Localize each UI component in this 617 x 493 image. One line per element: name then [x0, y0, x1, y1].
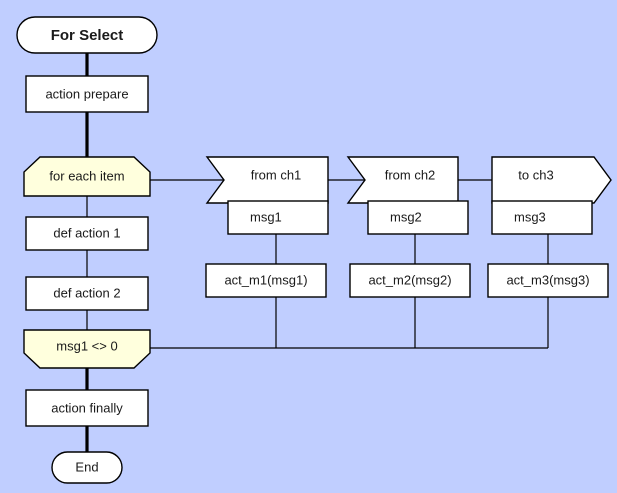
node-def-action-2[interactable]: def action 2 — [25, 276, 149, 311]
node-act-m1[interactable]: act_m1(msg1) — [205, 263, 327, 298]
node-act-m2[interactable]: act_m2(msg2) — [349, 263, 471, 298]
node-action-finally[interactable]: action finally — [25, 389, 149, 427]
node-msg3[interactable]: msg3 — [491, 200, 593, 235]
action-finally-label: action finally — [51, 400, 123, 415]
from-ch2-label: from ch2 — [385, 167, 436, 182]
action-prepare-label: action prepare — [45, 86, 128, 101]
msg3-label: msg3 — [514, 209, 546, 224]
node-for-each-item[interactable]: for each item — [23, 156, 151, 197]
node-for-select[interactable]: For Select — [16, 16, 158, 54]
node-end[interactable]: End — [51, 451, 123, 484]
for-each-item-shape — [23, 156, 151, 197]
end-label: End — [75, 459, 98, 474]
msg2-shape — [367, 200, 469, 235]
for-select-shape — [16, 16, 158, 54]
node-msg1[interactable]: msg1 — [227, 200, 329, 235]
act-m2-shape — [349, 263, 471, 298]
node-from-ch2[interactable]: from ch2 — [346, 156, 459, 204]
to-ch3-shape — [491, 156, 612, 204]
for-each-item-label: for each item — [49, 168, 124, 183]
msg1-check-label: msg1 <> 0 — [56, 338, 117, 353]
def-action-1-shape — [25, 216, 149, 251]
act-m1-shape — [205, 263, 327, 298]
action-finally-shape — [25, 389, 149, 427]
for-select-label: For Select — [51, 27, 124, 44]
def-action-1-label: def action 1 — [53, 225, 120, 240]
act-m1-label: act_m1(msg1) — [224, 272, 307, 287]
from-ch1-label: from ch1 — [251, 167, 302, 182]
node-action-prepare[interactable]: action prepare — [25, 75, 149, 113]
msg1-shape — [227, 200, 329, 235]
node-def-action-1[interactable]: def action 1 — [25, 216, 149, 251]
node-from-ch1[interactable]: from ch1 — [205, 156, 329, 204]
to-ch3-label: to ch3 — [518, 167, 553, 182]
msg1-label: msg1 — [250, 209, 282, 224]
channel-edges — [150, 179, 549, 349]
end-shape — [51, 451, 123, 484]
node-to-ch3[interactable]: to ch3 — [491, 156, 612, 204]
act-m3-shape — [487, 263, 609, 298]
def-action-2-shape — [25, 276, 149, 311]
msg2-label: msg2 — [390, 209, 422, 224]
def-action-2-label: def action 2 — [53, 285, 120, 300]
node-act-m3[interactable]: act_m3(msg3) — [487, 263, 609, 298]
act-m3-label: act_m3(msg3) — [506, 272, 589, 287]
node-msg2[interactable]: msg2 — [367, 200, 469, 235]
msg3-shape — [491, 200, 593, 235]
act-m2-label: act_m2(msg2) — [368, 272, 451, 287]
action-prepare-shape — [25, 75, 149, 113]
msg1-check-shape — [23, 329, 151, 369]
node-msg1-check[interactable]: msg1 <> 0 — [23, 329, 151, 369]
